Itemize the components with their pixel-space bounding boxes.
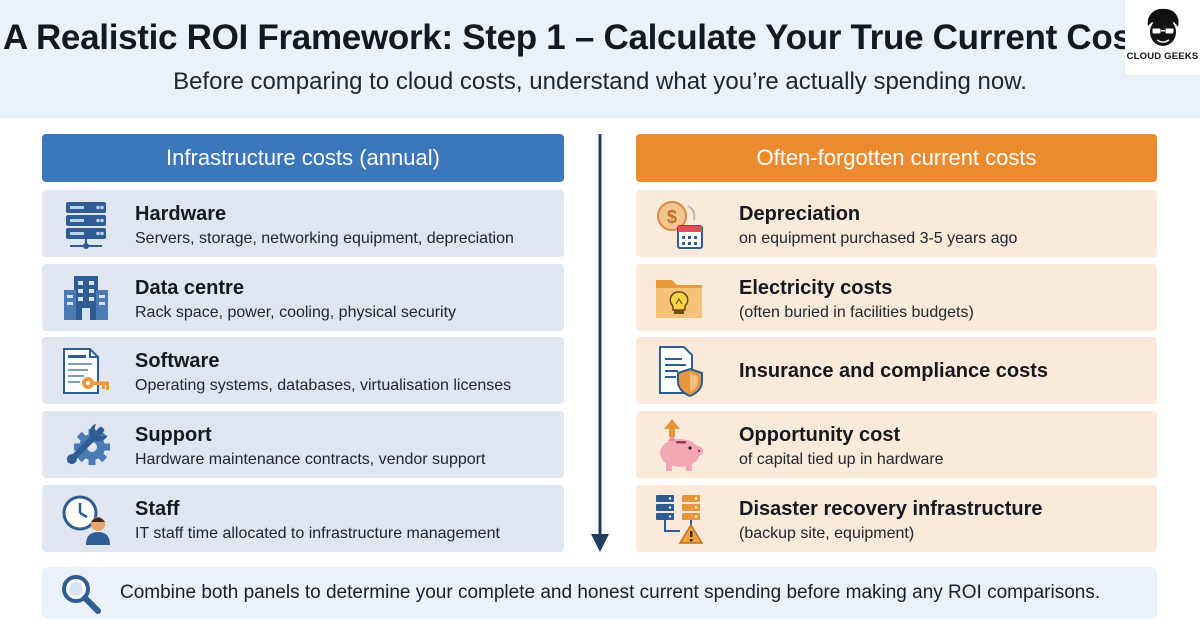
footer-text: Combine both panels to determine your co… <box>120 582 1101 603</box>
card-description: on equipment purchased 3-5 years ago <box>739 230 1018 247</box>
piggy-bank-icon <box>660 419 703 471</box>
footer-note: Combine both panels to determine your co… <box>42 567 1157 619</box>
card-title: Staff <box>135 498 180 520</box>
folder-lightbulb-icon <box>656 280 702 318</box>
logo-text: CLOUD GEEKS <box>1126 51 1199 62</box>
card-data-centre: Data centre Rack space, power, cooling, … <box>42 264 564 331</box>
geek-face-icon <box>1147 8 1179 46</box>
card-description: (often buried in facilities budgets) <box>739 304 974 321</box>
magnifier-icon <box>62 575 101 614</box>
card-description: Operating systems, databases, virtualisa… <box>135 377 512 394</box>
card-depreciation: $ Depreciation on equipment purchased 3-… <box>636 190 1157 257</box>
card-title: Opportunity cost <box>739 424 901 446</box>
software-license-key-icon <box>63 348 109 394</box>
header-band <box>0 0 1200 118</box>
forgotten-costs-heading: Often-forgotten current costs <box>636 134 1157 182</box>
page-title: A Realistic ROI Framework: Step 1 – Calc… <box>2 18 1163 57</box>
card-software: Software Operating systems, databases, v… <box>42 337 564 404</box>
card-title: Hardware <box>135 203 227 225</box>
down-arrow-divider <box>591 134 609 552</box>
servers-warning-icon <box>656 495 704 544</box>
coin-calendar-icon: $ <box>657 201 703 249</box>
card-title: Disaster recovery infrastructure <box>739 498 1043 520</box>
wrench-gear-icon <box>66 423 110 465</box>
card-disaster-recovery: Disaster recovery infrastructure (backup… <box>636 485 1157 552</box>
card-description: (backup site, equipment) <box>739 525 915 542</box>
card-title: Data centre <box>135 277 244 299</box>
card-description: Hardware maintenance contracts, vendor s… <box>135 451 486 468</box>
card-insurance: Insurance and compliance costs <box>636 337 1157 404</box>
card-staff: Staff IT staff time allocated to infrast… <box>42 485 564 552</box>
card-electricity: Electricity costs (often buried in facil… <box>636 264 1157 331</box>
building-icon <box>64 276 108 320</box>
document-shield-icon <box>659 346 703 398</box>
card-description: of capital tied up in hardware <box>739 451 944 468</box>
svg-text:$: $ <box>667 207 677 227</box>
card-title: Insurance and compliance costs <box>739 360 1048 382</box>
card-opportunity-cost: Opportunity cost of capital tied up in h… <box>636 411 1157 478</box>
clock-person-icon <box>62 495 110 545</box>
cloud-geeks-logo: CLOUD GEEKS <box>1125 0 1200 75</box>
card-hardware: Hardware Servers, storage, networking eq… <box>42 190 564 257</box>
card-title: Depreciation <box>739 203 861 225</box>
card-title: Electricity costs <box>739 277 893 299</box>
card-description: IT staff time allocated to infrastructur… <box>135 525 500 542</box>
card-description: Servers, storage, networking equipment, … <box>135 230 514 247</box>
infrastructure-costs-heading: Infrastructure costs (annual) <box>42 134 564 182</box>
server-rack-icon <box>66 202 106 249</box>
card-support: Support Hardware maintenance contracts, … <box>42 411 564 478</box>
card-title: Software <box>135 350 220 372</box>
card-description: Rack space, power, cooling, physical sec… <box>135 304 457 321</box>
page-subtitle: Before comparing to cloud costs, underst… <box>173 68 1027 95</box>
card-title: Support <box>135 424 212 446</box>
